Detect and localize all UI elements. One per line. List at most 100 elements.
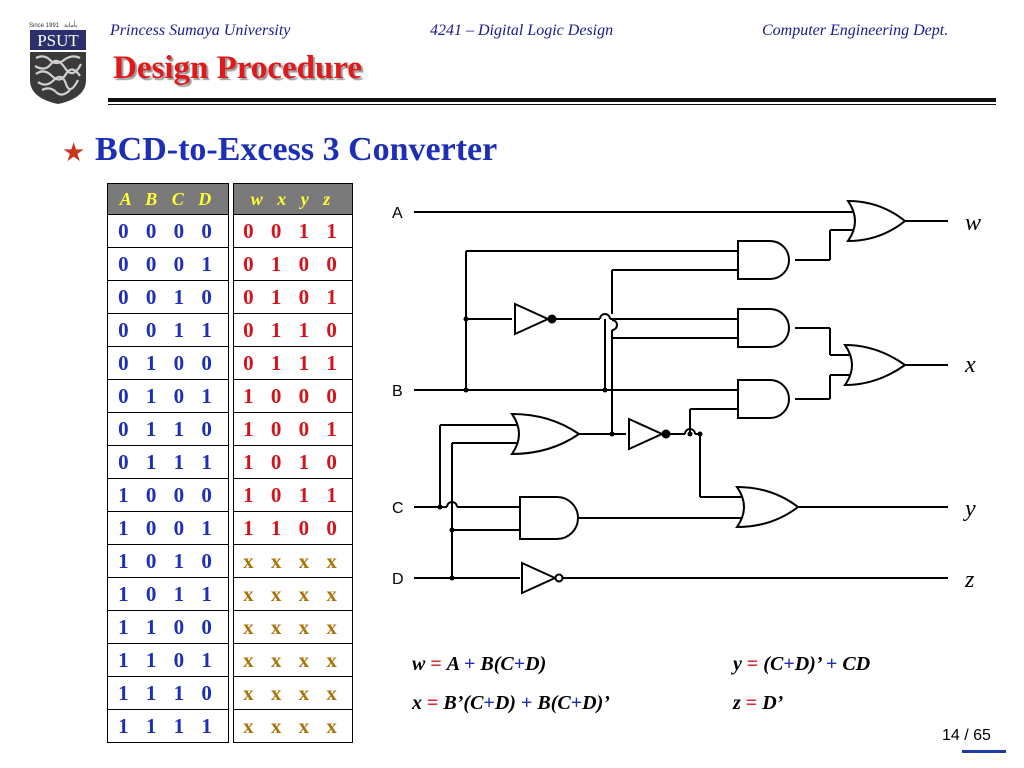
- not-gate-1: [514, 302, 551, 336]
- output-cell: 0 1 1 1: [233, 346, 353, 380]
- input-cell: 0 0 0 1: [107, 247, 229, 281]
- equation-token: C: [470, 692, 484, 714]
- equation-w-box: w = A + B(C+D): [412, 653, 712, 679]
- equation-token: D: [525, 653, 540, 675]
- equation-token: D’: [762, 692, 784, 714]
- input-cell: 1 0 1 0: [107, 544, 229, 578]
- output-label-x: x: [964, 352, 976, 378]
- and-gate-cd: [519, 496, 579, 540]
- input-label-d: D: [392, 571, 404, 588]
- equation-token: A: [446, 653, 464, 675]
- not-gate-2-bubble: [661, 429, 671, 439]
- output-label-z: z: [964, 567, 975, 593]
- title-rule-thin: [108, 104, 996, 105]
- output-cell: 0 1 0 1: [233, 280, 353, 314]
- output-cell: 1 0 1 0: [233, 445, 353, 479]
- equation-token: )’: [809, 653, 827, 675]
- output-cell: 1 0 0 0: [233, 379, 353, 413]
- dont-care-cell: x x x x: [233, 544, 353, 578]
- equation-token: B’: [443, 692, 464, 714]
- equation-z-box: z = D’: [733, 692, 993, 718]
- input-cell: 0 0 0 0: [107, 214, 229, 248]
- output-cell: 0 0 1 1: [233, 214, 353, 248]
- psut-logo: Since 1991 بأمانة PSUT: [26, 18, 90, 104]
- page-number: 14 / 65: [942, 727, 991, 744]
- equation-token: (: [493, 653, 501, 675]
- equation-token: +: [570, 692, 583, 714]
- equation-y-box: y = (C+D)’ + CD: [733, 653, 993, 679]
- output-cell: 1 0 0 1: [233, 412, 353, 446]
- input-cell: 1 1 1 1: [107, 709, 229, 743]
- equation-token: =: [427, 692, 444, 714]
- or-gate-w: [846, 199, 907, 243]
- equation-token: x: [412, 692, 427, 714]
- slide-subtitle: BCD-to-Excess 3 Converter: [95, 131, 498, 168]
- and-gate-1: [737, 240, 790, 280]
- logo-arabic-text: بأمانة: [64, 20, 78, 29]
- equation-token: (: [463, 692, 471, 714]
- logo-text: PSUT: [37, 31, 79, 50]
- equation-token: B: [532, 692, 551, 714]
- equation-token: C: [769, 653, 784, 675]
- output-label-y: y: [963, 496, 976, 522]
- input-cell: 1 1 0 0: [107, 610, 229, 644]
- input-label-c: C: [392, 500, 404, 517]
- equation-token: (: [763, 653, 770, 675]
- not-gate-1-bubble: [547, 314, 557, 324]
- output-cell: 1 0 1 1: [233, 478, 353, 512]
- equation-w: w = A + B(C+D): [412, 653, 546, 676]
- dont-care-cell: x x x x: [233, 577, 353, 611]
- output-label-w: w: [965, 210, 981, 236]
- course-name: 4241 – Digital Logic Design: [430, 22, 614, 39]
- logic-circuit-diagram: A B C D w x y z: [392, 199, 981, 595]
- equation-token: B: [475, 653, 494, 675]
- or-gate-c-plus-d: [510, 412, 581, 456]
- equation-token: =: [746, 653, 764, 675]
- input-cell: 1 1 1 0: [107, 676, 229, 710]
- equation-token: w: [412, 653, 431, 675]
- truth-table-header: A B C D w x y z: [107, 183, 353, 215]
- input-cell: 1 0 1 1: [107, 577, 229, 611]
- not-gate-3-bubble: [554, 573, 564, 583]
- or-gate-y: [735, 485, 800, 529]
- equation-token: (: [550, 692, 558, 714]
- and-gate-3: [737, 379, 790, 419]
- title-rule-thick: [108, 98, 996, 102]
- equation-token: )’: [596, 692, 610, 714]
- input-cell: 1 1 0 1: [107, 643, 229, 677]
- input-header: A B C D: [107, 183, 229, 215]
- input-cell: 1 0 0 1: [107, 511, 229, 545]
- equation-token: D: [794, 653, 810, 675]
- or-gate-x: [843, 343, 907, 387]
- output-cell: 0 1 0 0: [233, 247, 353, 281]
- equation-token: +: [483, 692, 495, 714]
- university-name: Princess Sumaya University: [110, 22, 291, 39]
- equation-token: D: [494, 692, 510, 714]
- input-cell: 0 0 1 1: [107, 313, 229, 347]
- output-cell: 0 1 1 0: [233, 313, 353, 347]
- input-cell: 0 1 0 1: [107, 379, 229, 413]
- equation-token: +: [826, 653, 838, 675]
- equation-x-box: x = B’(C+D) + B(C+D)’: [412, 692, 712, 718]
- input-label-a: A: [392, 205, 403, 222]
- dont-care-cell: x x x x: [233, 709, 353, 743]
- star-bullet-icon: ★: [62, 138, 86, 167]
- input-cell: 0 1 0 0: [107, 346, 229, 380]
- equation-token: C: [500, 653, 514, 675]
- input-cell: 0 1 1 0: [107, 412, 229, 446]
- equation-token: +: [783, 653, 795, 675]
- equation-token: z: [733, 692, 746, 714]
- equation-token: +: [513, 653, 526, 675]
- equation-token: ): [509, 692, 521, 714]
